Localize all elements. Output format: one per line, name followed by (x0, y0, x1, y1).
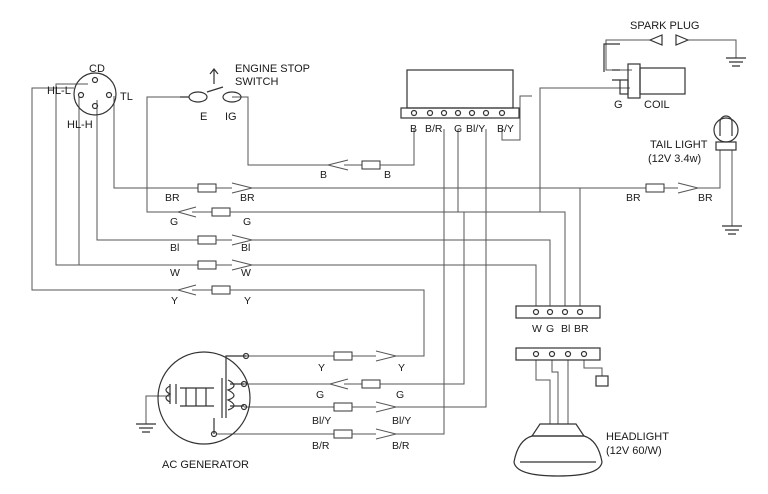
connector-label-y-right: Y (244, 295, 251, 307)
connector-b (327, 159, 398, 171)
wires (31, 39, 737, 435)
connector-y (177, 284, 252, 296)
junction-label: BR (574, 323, 589, 335)
junction-block-top (515, 305, 601, 319)
label-tail-light-rating: (12V 3.4w) (648, 153, 701, 165)
junction-label: G (546, 323, 554, 335)
connector-bl (178, 234, 253, 246)
label-headlight: HEADLIGHT (606, 431, 669, 443)
connector-label-y-left: Y (171, 295, 178, 307)
label-coil-g: G (614, 99, 623, 111)
connector-w (178, 259, 253, 271)
connector-label-gen-y-right: Y (398, 362, 405, 374)
connector-label-g-right: G (243, 216, 251, 228)
cdi-unit (400, 69, 520, 119)
connector-label-gen-y-left: Y (318, 362, 325, 374)
cdi-pin-label: B/Y (497, 123, 514, 135)
cdi-pin-label: G (454, 123, 462, 135)
connector-gen-bly (330, 401, 416, 413)
connector-label-tail-br-left: BR (626, 192, 641, 204)
label-coil: COIL (644, 99, 670, 111)
connector-label-tail-br-right: BR (698, 192, 713, 204)
label-hl-h: HL-H (67, 119, 93, 131)
connector-gen-y (330, 350, 416, 362)
label-switch-ig: IG (225, 111, 237, 123)
cdi-pin-label: B (410, 123, 417, 135)
label-headlight-rating: (12V 60/W) (606, 445, 662, 457)
connector-label-bl-left: Bl (170, 242, 179, 254)
connector-gen-g (329, 378, 416, 390)
connector-label-w-right: W (241, 267, 251, 279)
connectors (177, 159, 699, 440)
connector-g (177, 206, 252, 218)
connector-label-w-left: W (170, 267, 180, 279)
label-tail-light: TAIL LIGHT (650, 139, 708, 151)
label-hl-l: HL-L (47, 85, 71, 97)
ground-symbols (136, 57, 746, 433)
connector-label-gen-g-right: G (396, 389, 404, 401)
ignition-coil (603, 43, 686, 99)
connector-label-bl-right: Bl (241, 242, 250, 254)
connector-label-br-left: BR (165, 192, 180, 204)
cdi-pin-label: Bl/Y (466, 123, 485, 135)
tail-light-bulb (713, 115, 739, 151)
connector-label-b-right: B (384, 169, 391, 181)
connector-label-gen-bly-right: Bl/Y (392, 415, 411, 427)
connector-label-gen-g-left: G (316, 389, 324, 401)
label-ac-generator: AC GENERATOR (162, 459, 249, 471)
headlight (513, 423, 603, 477)
connector-label-br-right: BR (240, 192, 255, 204)
cdi-pin-label: B/R (425, 123, 443, 135)
labels: CD HL-L TL HL-H ENGINE STOP SWITCH E IG … (47, 20, 713, 471)
junction-label: W (532, 323, 542, 335)
connector-label-g-left: G (170, 216, 178, 228)
ac-generator (157, 351, 251, 445)
label-tl: TL (120, 91, 133, 103)
label-spark-plug: SPARK PLUG (630, 20, 700, 32)
connector-br (178, 182, 253, 194)
label-engine-stop-switch: SWITCH (235, 76, 278, 88)
connector-label-gen-br-right: B/R (392, 440, 410, 452)
engine-stop-switch (180, 68, 242, 103)
combination-switch (73, 72, 117, 116)
connector-label-gen-br-left: B/R (312, 440, 330, 452)
connector-tail-br (628, 182, 699, 194)
label-cd: CD (89, 63, 105, 75)
junction-block-bottom (515, 347, 609, 387)
connector-gen-br (330, 428, 416, 440)
spark-plug-gap (648, 34, 690, 46)
connector-label-gen-bly-left: Bl/Y (312, 415, 331, 427)
connector-label-b-left: B (320, 169, 327, 181)
label-engine-stop: ENGINE STOP (235, 63, 310, 75)
label-switch-e: E (200, 111, 207, 123)
junction-label: Bl (561, 323, 570, 335)
